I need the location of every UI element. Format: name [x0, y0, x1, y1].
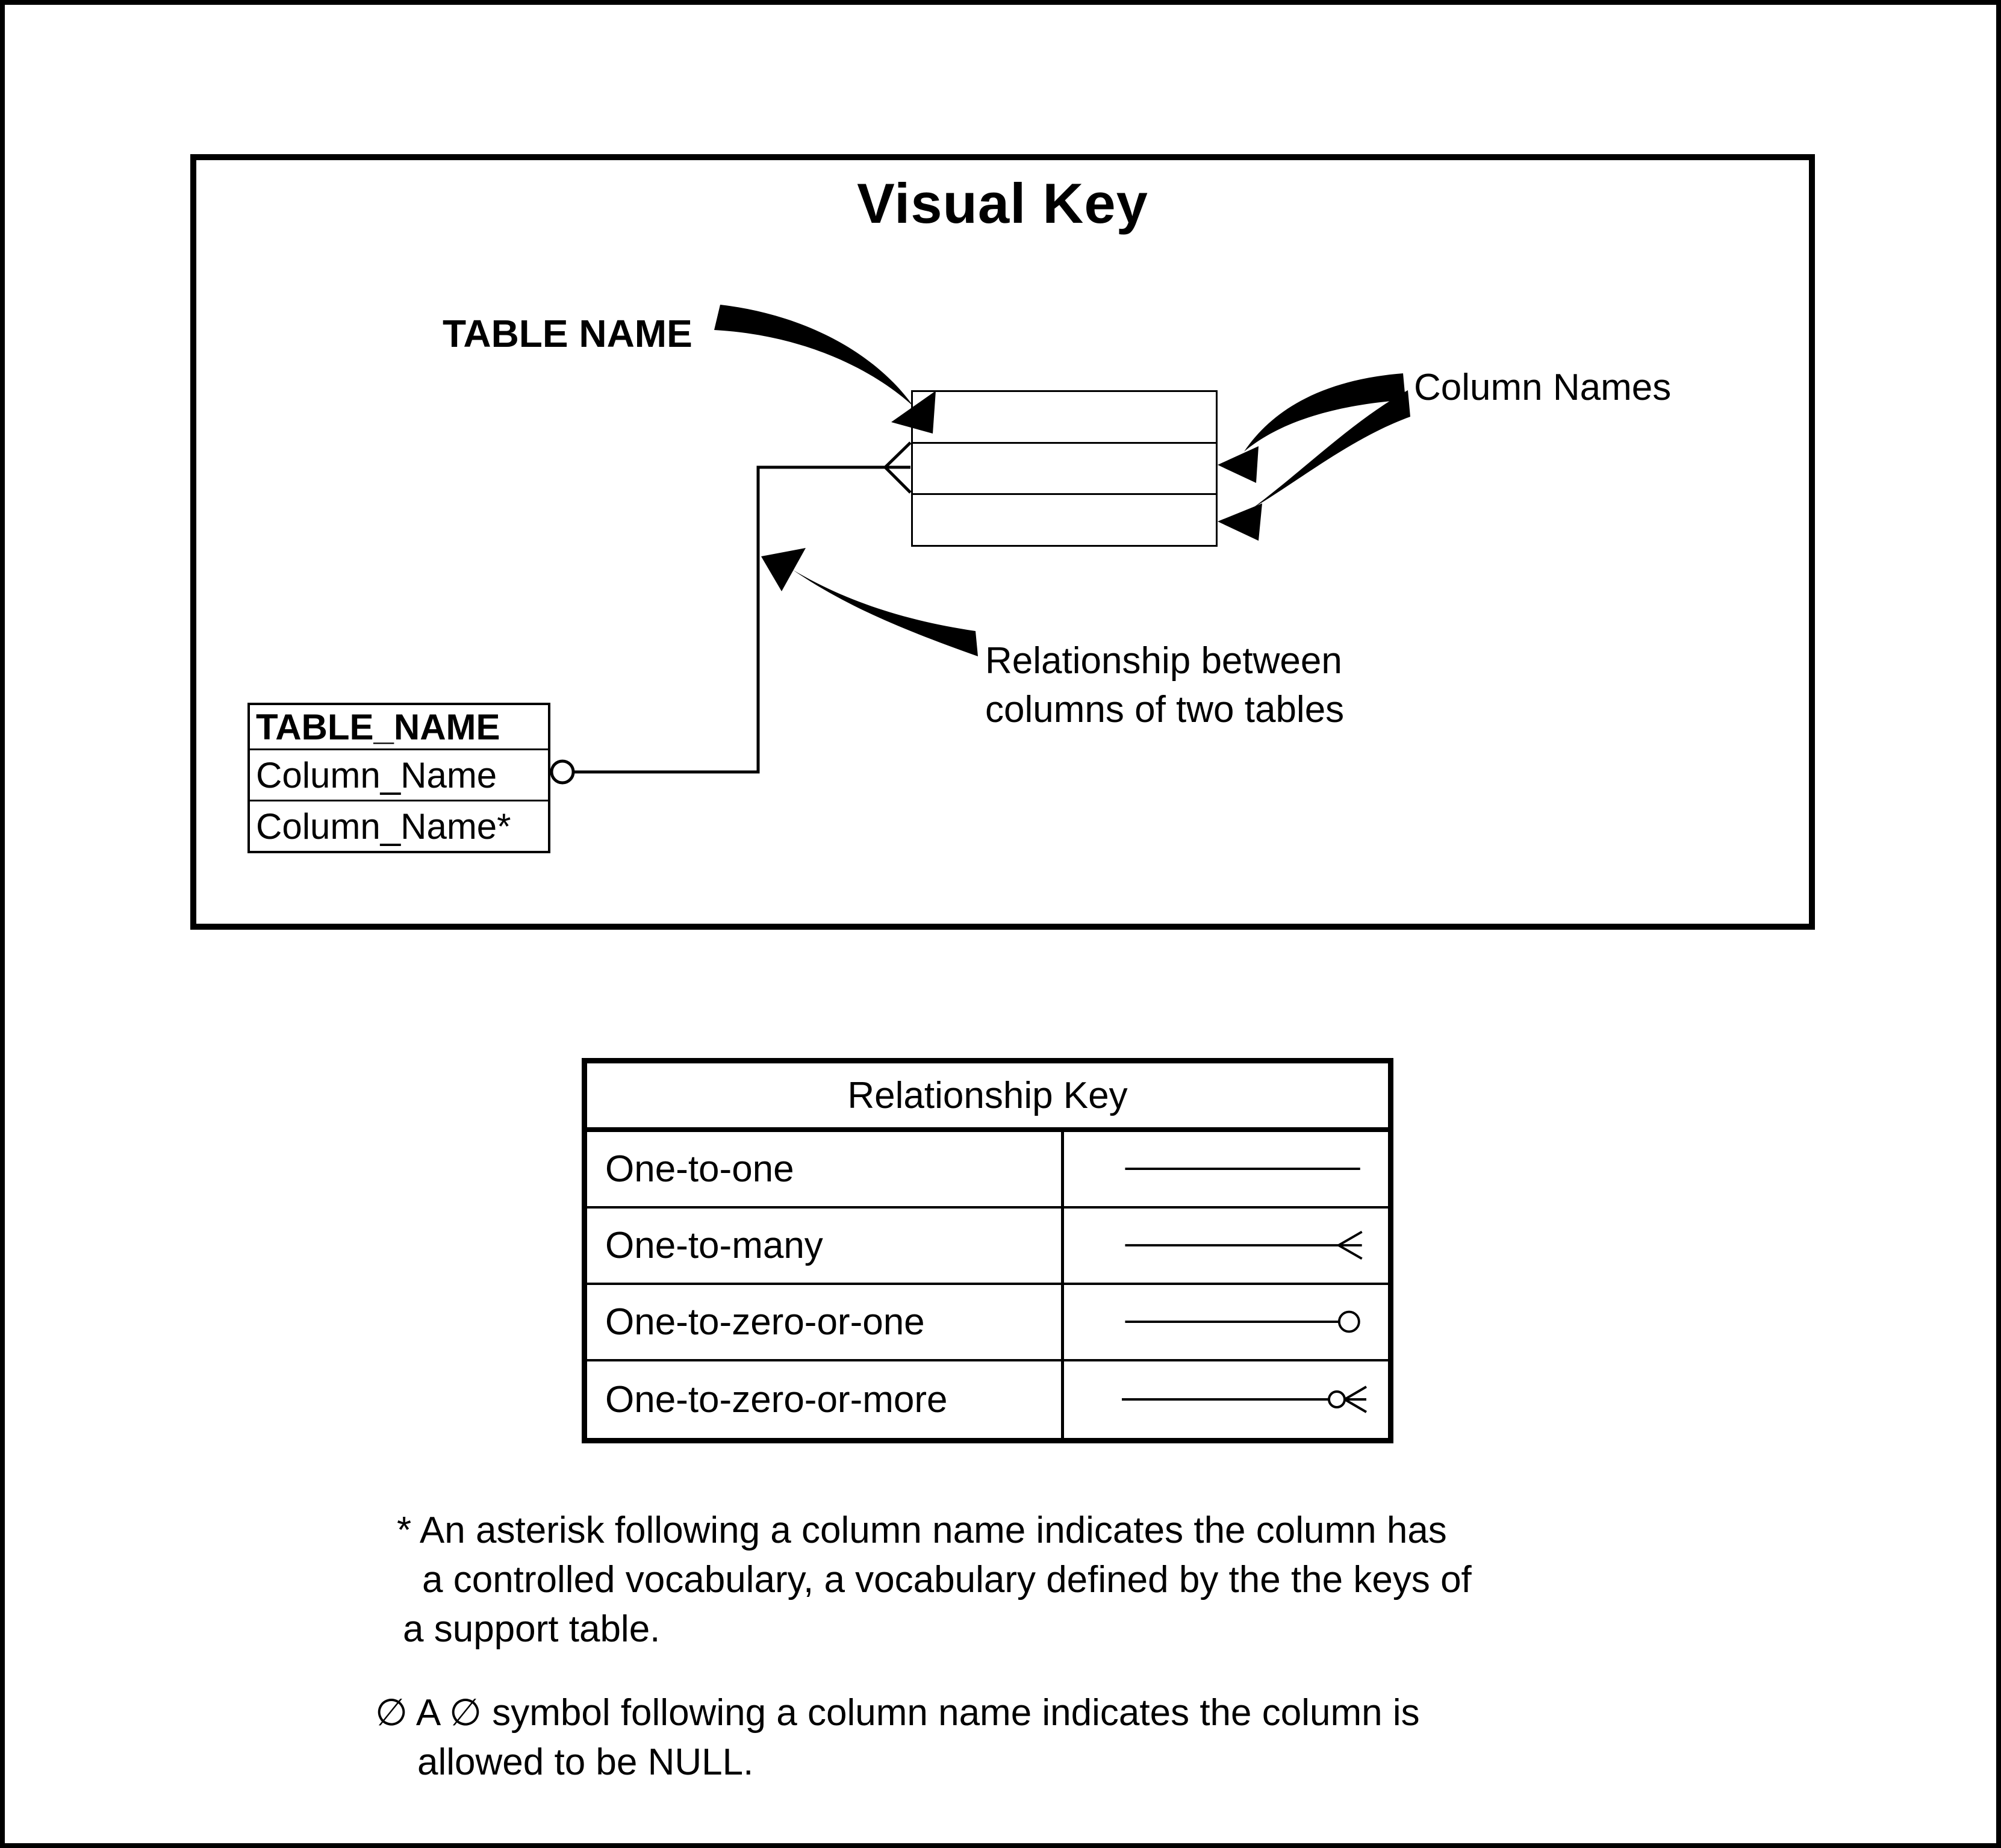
relationship-key-row-label: One-to-one: [587, 1132, 1064, 1206]
relationship-key-row: One-to-zero-or-more: [587, 1361, 1388, 1438]
relationship-label: Relationship between columns of two tabl…: [985, 637, 1344, 734]
relationship-key-title: Relationship Key: [587, 1063, 1388, 1132]
example-empty-table-row: [913, 392, 1216, 444]
relationship-label-line-2: columns of two tables: [985, 688, 1345, 730]
example-table-row: Column_Name*: [256, 806, 511, 847]
visual-key-title: Visual Key: [857, 172, 1148, 235]
asterisk-footnote-line-2: a controlled vocabulary, a vocabulary de…: [422, 1559, 1472, 1601]
example-table-row: Column_Name: [250, 750, 548, 801]
asterisk-footnote-line-1: * An asterisk following a column name in…: [397, 1510, 1447, 1551]
null-footnote-line-2: allowed to be NULL.: [417, 1741, 754, 1783]
column-names-label: Column Names: [1414, 367, 1672, 408]
relationship-key-row-label: One-to-zero-or-one: [587, 1285, 1064, 1359]
one-to-one-symbol: [1064, 1132, 1388, 1206]
one-to-zero-or-one-symbol: [1064, 1285, 1388, 1359]
relationship-key-row: One-to-many: [587, 1209, 1388, 1285]
relationship-label-line-1: Relationship between: [985, 640, 1342, 682]
relationship-key-table: Relationship Key One-to-one One-to-many: [582, 1058, 1393, 1443]
example-empty-table-row: [913, 495, 1216, 545]
visual-key-panel: [190, 154, 1815, 930]
relationship-key-row: One-to-one: [587, 1132, 1388, 1209]
asterisk-footnote: * An asterisk following a column name in…: [397, 1506, 1472, 1654]
relationship-key-row: One-to-zero-or-one: [587, 1285, 1388, 1361]
example-empty-table: [911, 390, 1218, 547]
relationship-key-row-label: One-to-zero-or-more: [587, 1361, 1064, 1438]
one-to-zero-or-more-symbol: [1064, 1361, 1388, 1438]
relationship-key-row-label: One-to-many: [587, 1209, 1064, 1283]
example-empty-table-row: [913, 444, 1216, 496]
table-name-label: TABLE NAME: [443, 312, 692, 355]
null-footnote: ∅ A ∅ symbol following a column name ind…: [375, 1688, 1420, 1787]
one-to-many-symbol: [1064, 1209, 1388, 1283]
null-footnote-line-1: ∅ A ∅ symbol following a column name ind…: [375, 1692, 1420, 1734]
asterisk-footnote-line-3: a support table.: [403, 1608, 661, 1650]
example-table: TABLE_NAME Column_Name Column_Name*: [247, 703, 550, 853]
example-table-header: TABLE_NAME: [250, 705, 548, 750]
